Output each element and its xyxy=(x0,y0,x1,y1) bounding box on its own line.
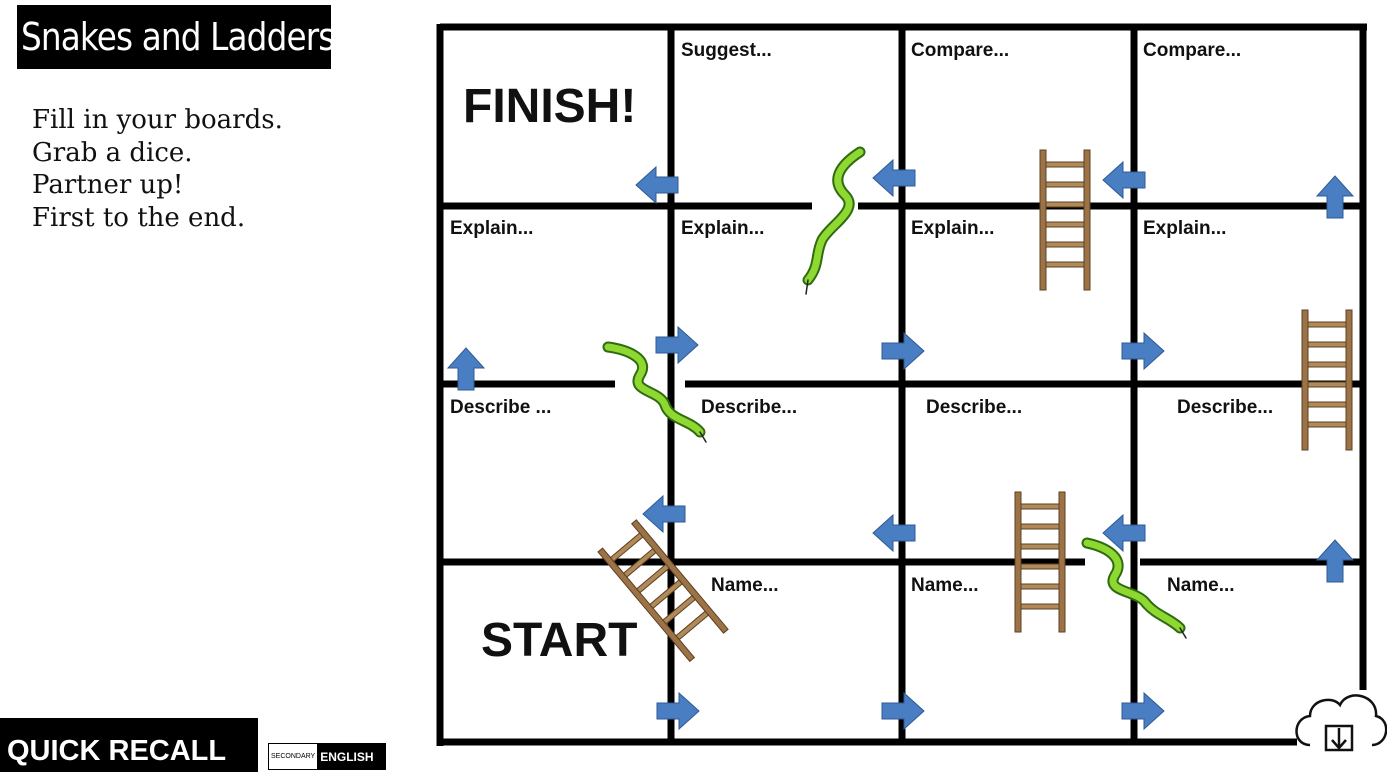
cell-label-explain: Explain... xyxy=(681,218,764,239)
cell-label-compare: Compare... xyxy=(911,40,1009,61)
quick-recall-label: QUICK RECALL xyxy=(0,718,258,772)
ladder-icon xyxy=(1301,309,1353,451)
brand-logo: SECONDARY ENGLISH xyxy=(268,743,386,770)
snake-icon xyxy=(1081,537,1187,639)
cell-label-name: Name... xyxy=(911,575,979,596)
cell-label-name: Name... xyxy=(1167,575,1235,596)
cell-label-suggest: Suggest... xyxy=(681,40,772,61)
arrow-icon xyxy=(1316,175,1354,219)
instruction-line: Partner up! xyxy=(32,170,184,200)
cell-label-explain: Explain... xyxy=(911,218,994,239)
brand-logo-bold: ENGLISH xyxy=(317,744,385,769)
brand-logo-small: SECONDARY xyxy=(271,753,316,760)
instructions-list: Fill in your boards. Grab a dice. Partne… xyxy=(32,104,283,234)
arrow-icon xyxy=(872,159,916,197)
slide-title: Snakes and Ladders xyxy=(17,5,335,69)
arrow-icon xyxy=(1121,332,1165,370)
cell-label-describe: Describe... xyxy=(701,397,797,418)
cell-label-explain: Explain... xyxy=(1143,218,1226,239)
arrow-icon xyxy=(1121,692,1165,730)
snake-icon xyxy=(602,341,707,443)
board-grid xyxy=(436,23,1367,746)
cell-label-explain: Explain... xyxy=(450,218,533,239)
arrow-icon xyxy=(872,514,916,552)
finish-label: FINISH! xyxy=(463,80,636,133)
cell-label-describe: Describe... xyxy=(1177,397,1273,418)
instruction-line: Grab a dice. xyxy=(32,137,193,168)
snake-icon xyxy=(802,146,866,295)
ladder-icon xyxy=(1039,149,1091,291)
arrow-icon xyxy=(1102,161,1146,199)
cell-label-describe: Describe... xyxy=(926,397,1022,418)
cell-label-describe: Describe ... xyxy=(450,397,551,418)
cell-label-name: Name... xyxy=(711,575,779,596)
instruction-line: Fill in your boards. xyxy=(32,105,283,135)
cloud-download-icon[interactable] xyxy=(1295,694,1387,752)
instruction-line: First to the end. xyxy=(32,202,246,233)
cell-label-compare: Compare... xyxy=(1143,40,1241,61)
arrow-icon xyxy=(655,326,699,364)
slide-title-text: Snakes and Ladders xyxy=(21,15,335,59)
arrow-icon xyxy=(642,495,686,533)
start-label: START xyxy=(481,614,637,667)
arrow-icon xyxy=(656,692,700,730)
